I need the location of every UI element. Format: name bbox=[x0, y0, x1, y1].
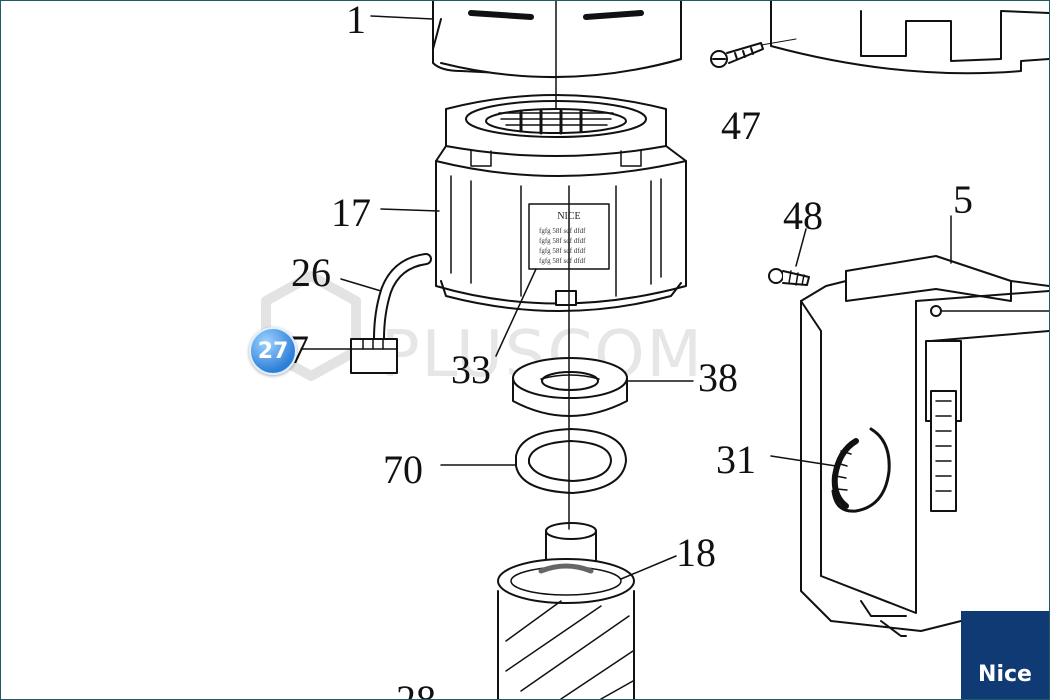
part-26-cable bbox=[373, 253, 432, 345]
motor-label-line-2: fgfg 58f sdf dfdf bbox=[539, 237, 586, 245]
motor-label-line-3: fgfg 58f sdf dfdf bbox=[539, 247, 586, 255]
part-5-control-box bbox=[800, 255, 1049, 637]
part-label-70: 70 bbox=[383, 447, 423, 492]
part-17-stator bbox=[435, 94, 687, 312]
assembly-axis bbox=[555, 1, 570, 530]
part-label-17: 17 bbox=[331, 190, 371, 235]
nice-brand-logo: Nice bbox=[961, 611, 1049, 699]
part-label-18: 18 bbox=[676, 530, 716, 575]
part-label-31: 31 bbox=[716, 437, 756, 482]
part-label-1: 1 bbox=[346, 1, 366, 42]
part-label-26: 26 bbox=[291, 250, 331, 295]
housing-top-right bbox=[770, 1, 1049, 75]
part-70-seal bbox=[515, 428, 627, 494]
part-label-28: 28 bbox=[396, 677, 436, 699]
motor-label-line-4: fgfg 58f sdf dfdf bbox=[539, 257, 586, 265]
part-18-rotor bbox=[497, 522, 635, 699]
part-label-48: 48 bbox=[783, 193, 823, 238]
screw-48 bbox=[768, 268, 810, 286]
part-31-clip bbox=[831, 427, 891, 513]
part-1-top-cover bbox=[432, 1, 682, 78]
screw-47 bbox=[710, 38, 797, 68]
leader-lines bbox=[300, 15, 952, 580]
part-label-38: 38 bbox=[698, 355, 738, 400]
part-label-47: 47 bbox=[721, 103, 761, 148]
part-label-5: 5 bbox=[953, 177, 973, 222]
part-27-hotspot-button[interactable]: 27 bbox=[249, 327, 297, 375]
part-38-bearing bbox=[512, 357, 628, 417]
part-label-33: 33 bbox=[451, 347, 491, 392]
part-27-connector bbox=[350, 338, 398, 374]
motor-label-line-1: fgfg 58f sdf dfdf bbox=[539, 227, 586, 235]
